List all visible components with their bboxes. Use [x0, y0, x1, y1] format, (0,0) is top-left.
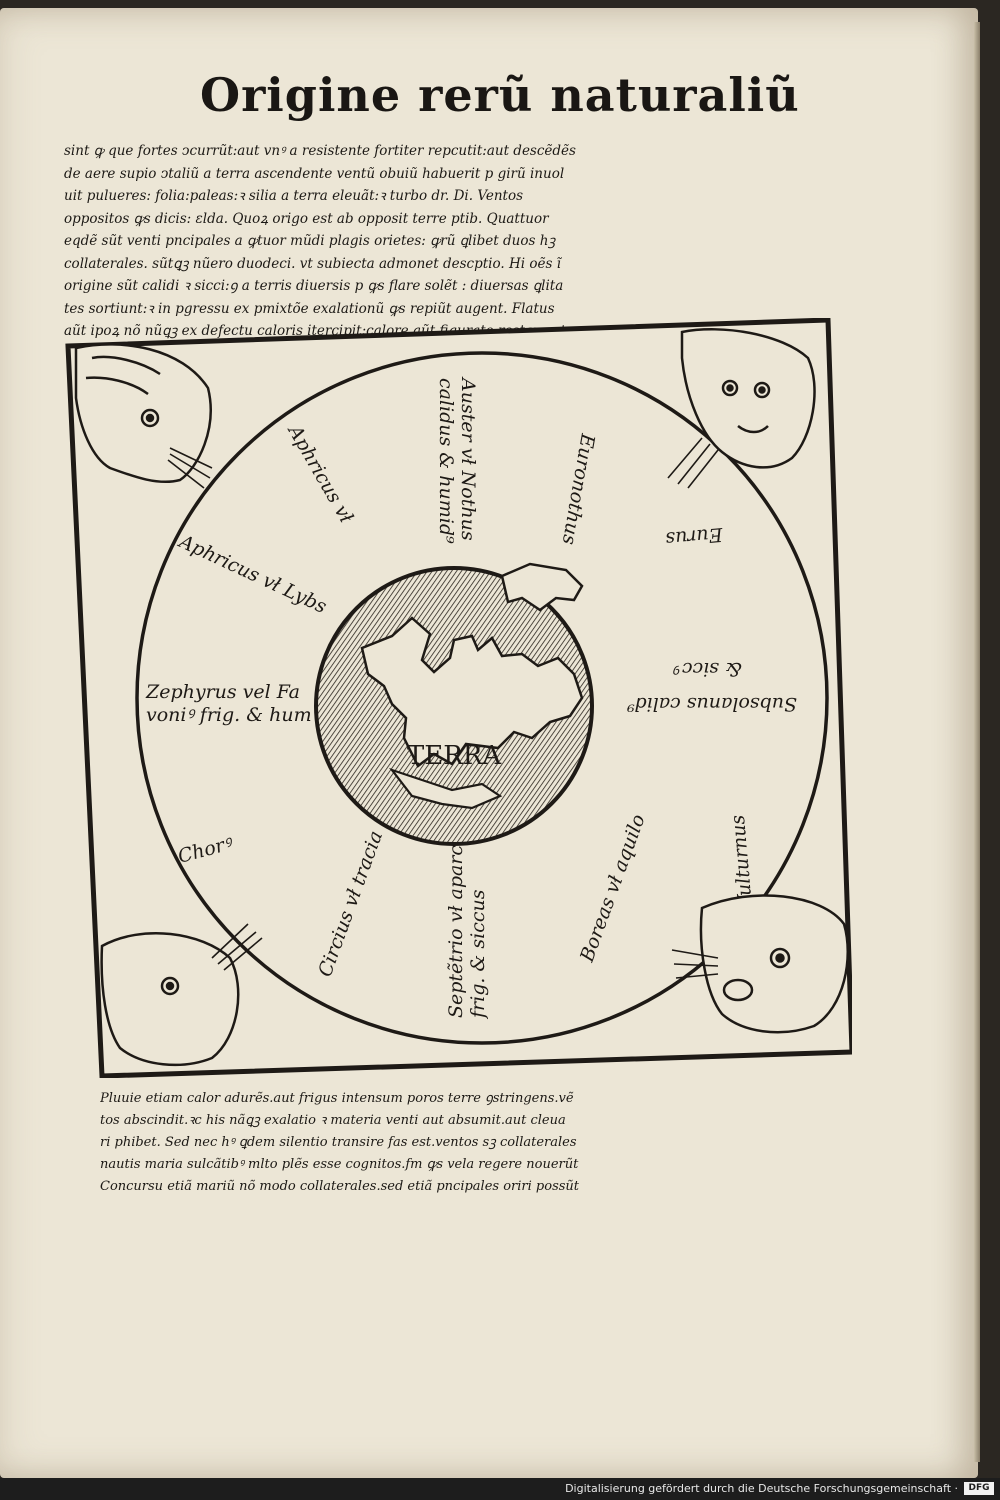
text-line: nautis maria sulcãtibꝰ mlto plẽs esse co… [100, 1157, 579, 1172]
text-line: oppositos ꝙs dicis: ɛlda. Quoꝝ origo est… [64, 210, 549, 227]
wind-sublabel-zephyrus: voniꝰ frig. & hum [146, 704, 312, 726]
text-line: ri phibet. Sed nec hꝰ ꝗdem silentio tran… [100, 1135, 577, 1150]
wind-label-subsolanus: Subsolanus calid⁹ [626, 693, 797, 715]
bottom-text-block: Pluuie etiam calor adurẽs.aut frigus int… [100, 1088, 740, 1198]
text-line: de aere supio ↄtaliũ a terra ascendente … [64, 165, 565, 182]
text-line: tos abscindit.ꝛc his nãꝗꝫ exalatio ꝛ mat… [100, 1113, 566, 1128]
page-edge [974, 22, 980, 1462]
wind-sublabel-subsolanus: & siccꝰ [673, 658, 742, 680]
wind-sublabel-septentrio: frig. & siccus [467, 889, 489, 1020]
dfg-logo: DFG [964, 1482, 994, 1495]
wind-head-top-left [74, 343, 213, 489]
wind-circle [135, 351, 829, 1045]
text-line: Concursu etiã mariũ nõ modo collaterales… [100, 1179, 580, 1194]
wind-head-bottom-left [100, 923, 263, 1067]
text-line: Pluuie etiam calor adurẽs.aut frigus int… [100, 1091, 574, 1106]
text-line: uit pulueres: folia:paleas:ꝛ silia a ter… [64, 188, 523, 204]
page-heading: Origine rerũ naturaliũ [200, 68, 800, 122]
top-text-block: sint ꝙ que fortes ↄcurrũt:aut vnꝰ a resi… [64, 140, 724, 343]
wind-head-top-right [667, 328, 816, 489]
wind-sublabel-auster: calidus & humid⁹ [435, 378, 457, 544]
text-line: sint ꝙ que fortes ↄcurrũt:aut vnꝰ a resi… [64, 143, 576, 159]
footer-bar: Digitalisierung gefördert durch die Deut… [0, 1478, 1000, 1500]
terra-label: TERRA [407, 741, 502, 771]
text-line: tes sortiunt:ꝛ in pgressu ex pmixtõe exa… [64, 300, 555, 317]
wind-label-zephyrus: Zephyrus vel Fa [145, 681, 300, 703]
wind-label-eurus: Eurus [664, 523, 724, 550]
landmass-shape [388, 767, 503, 810]
landmass-shape [360, 616, 584, 768]
text-line: origine sũt calidi ꝛ sicci:ꝯ a terris di… [64, 278, 564, 294]
text-line: eqdẽ sũt venti pncipales a ꝙtuor mũdi pl… [64, 233, 556, 249]
wind-head-bottom-right [671, 894, 849, 1034]
landmass-shape [500, 562, 584, 612]
wind-label-auster: Auster vł Nothus [457, 376, 479, 541]
text-line: collaterales. sũtꝗꝫ nũero duodeci. vt su… [64, 255, 561, 272]
wind-label-septentrio: Septẽtrio vł aparc [445, 845, 467, 1018]
funding-notice: Digitalisierung gefördert durch die Deut… [565, 1482, 958, 1495]
wind-diagram-woodcut: TERRA Auster vł Nothus calidus & humid⁹ … [65, 318, 852, 1078]
